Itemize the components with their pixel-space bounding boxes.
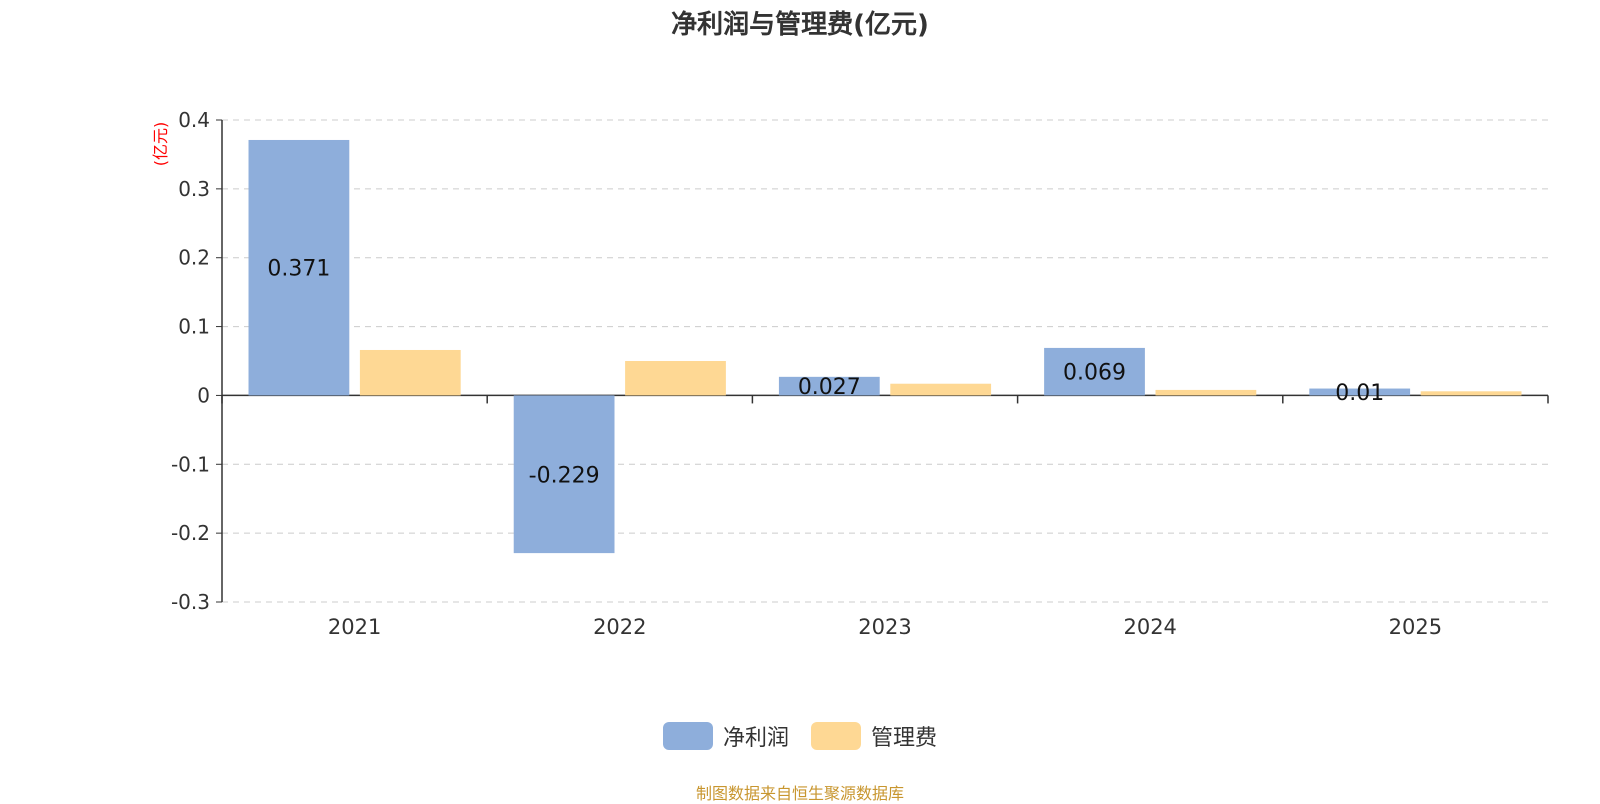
y-tick-label: 0 [197,383,210,407]
bar-net-profit [513,395,615,554]
y-tick-label: 0.4 [178,108,210,132]
x-tick-label: 2021 [328,615,381,639]
x-tick-label: 2022 [593,615,646,639]
data-label: -0.229 [529,463,600,488]
y-tick-label: 0.3 [178,177,210,201]
data-label: 0.027 [798,375,861,400]
data-label: 0.069 [1063,361,1126,386]
chart-title: 净利润与管理费(亿元) [671,10,929,40]
bar-admin-expense [625,361,726,396]
y-tick-label: 0.1 [178,315,210,339]
bar-admin-expense [1155,389,1257,396]
data-label: 0.01 [1335,381,1384,406]
legend-swatch-net-profit [662,722,713,750]
y-tick-label: -0.2 [171,521,210,545]
legend-item-admin-expense[interactable]: 管理费 [811,720,937,752]
legend-label-admin-expense: 管理费 [871,726,938,751]
y-tick-label: -0.3 [171,590,210,614]
bar-net-profit [248,139,350,396]
data-source-note: 制图数据来自恒生聚源数据库 [695,784,904,803]
bar-admin-expense [1420,391,1522,396]
bar-chart: 0.4 0.3 0.2 0.1 0 -0.1 -0.2 -0.3 (亿元) 2021 0.371 20… [151,108,1549,639]
y-axis-label: (亿元) [151,122,170,167]
bar-admin-expense [890,383,992,396]
data-label: 0.371 [267,257,330,282]
bar-net-profit [778,376,880,396]
y-tick-label: 0.2 [178,246,210,270]
bar-admin-expense [359,349,461,396]
x-tick-label: 2023 [858,615,911,639]
legend-swatch-admin-expense [811,722,861,750]
y-tick-label: -0.1 [171,452,210,476]
x-tick-label: 2024 [1123,615,1176,639]
bar-net-profit [1309,388,1411,396]
bar-net-profit [1044,347,1145,396]
legend-item-net-profit[interactable]: 净利润 [662,720,789,752]
legend: 净利润 管理费 [0,720,1600,752]
legend-label-net-profit: 净利润 [722,726,789,751]
x-tick-label: 2025 [1389,615,1442,639]
